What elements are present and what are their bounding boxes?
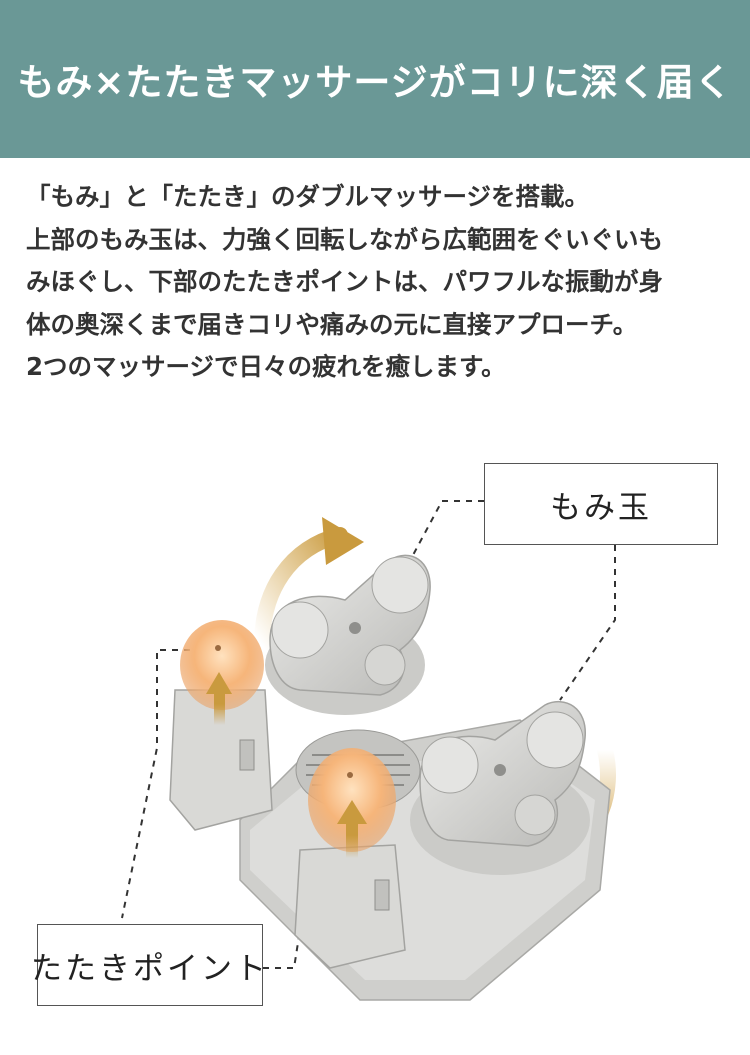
description-line: 2つのマッサージで日々の疲れを癒します。 — [26, 352, 506, 381]
description-line: 上部のもみ玉は、力強く回転しながら広範囲をぐいぐいも — [26, 224, 663, 254]
massage-device-illustration — [121, 500, 616, 1001]
up-arrow-icon — [206, 672, 232, 725]
tataki-point-label: たたきポイント — [31, 924, 266, 1006]
momi-ball-lower — [410, 700, 590, 875]
title-banner: もみ×たたきマッサージがコリに深く届く — [0, 0, 750, 158]
page-title: もみ×たたきマッサージがコリに深く届く — [17, 61, 733, 104]
rotation-arrow-icon — [254, 517, 364, 653]
tataki-point-left — [169, 620, 273, 831]
description: 「もみ」と「たたき」のダブルマッサージを搭載。 上部のもみ玉は、力強く回転しなが… — [26, 176, 726, 389]
tataki-point-right — [294, 748, 406, 969]
up-arrow-icon — [337, 800, 367, 858]
leader-lines — [121, 500, 616, 969]
description-line: みほぐし、下部のたたきポイントは、パワフルな振動が身 — [26, 267, 663, 296]
description-line: 「もみ」と「たたき」のダブルマッサージを搭載。 — [26, 182, 590, 211]
description-line: 体の奥深くまで届きコリや痛みの元に直接アプローチ。 — [26, 309, 638, 339]
momi-ball-label: もみ玉 — [484, 463, 718, 545]
momi-ball-upper — [265, 554, 431, 715]
